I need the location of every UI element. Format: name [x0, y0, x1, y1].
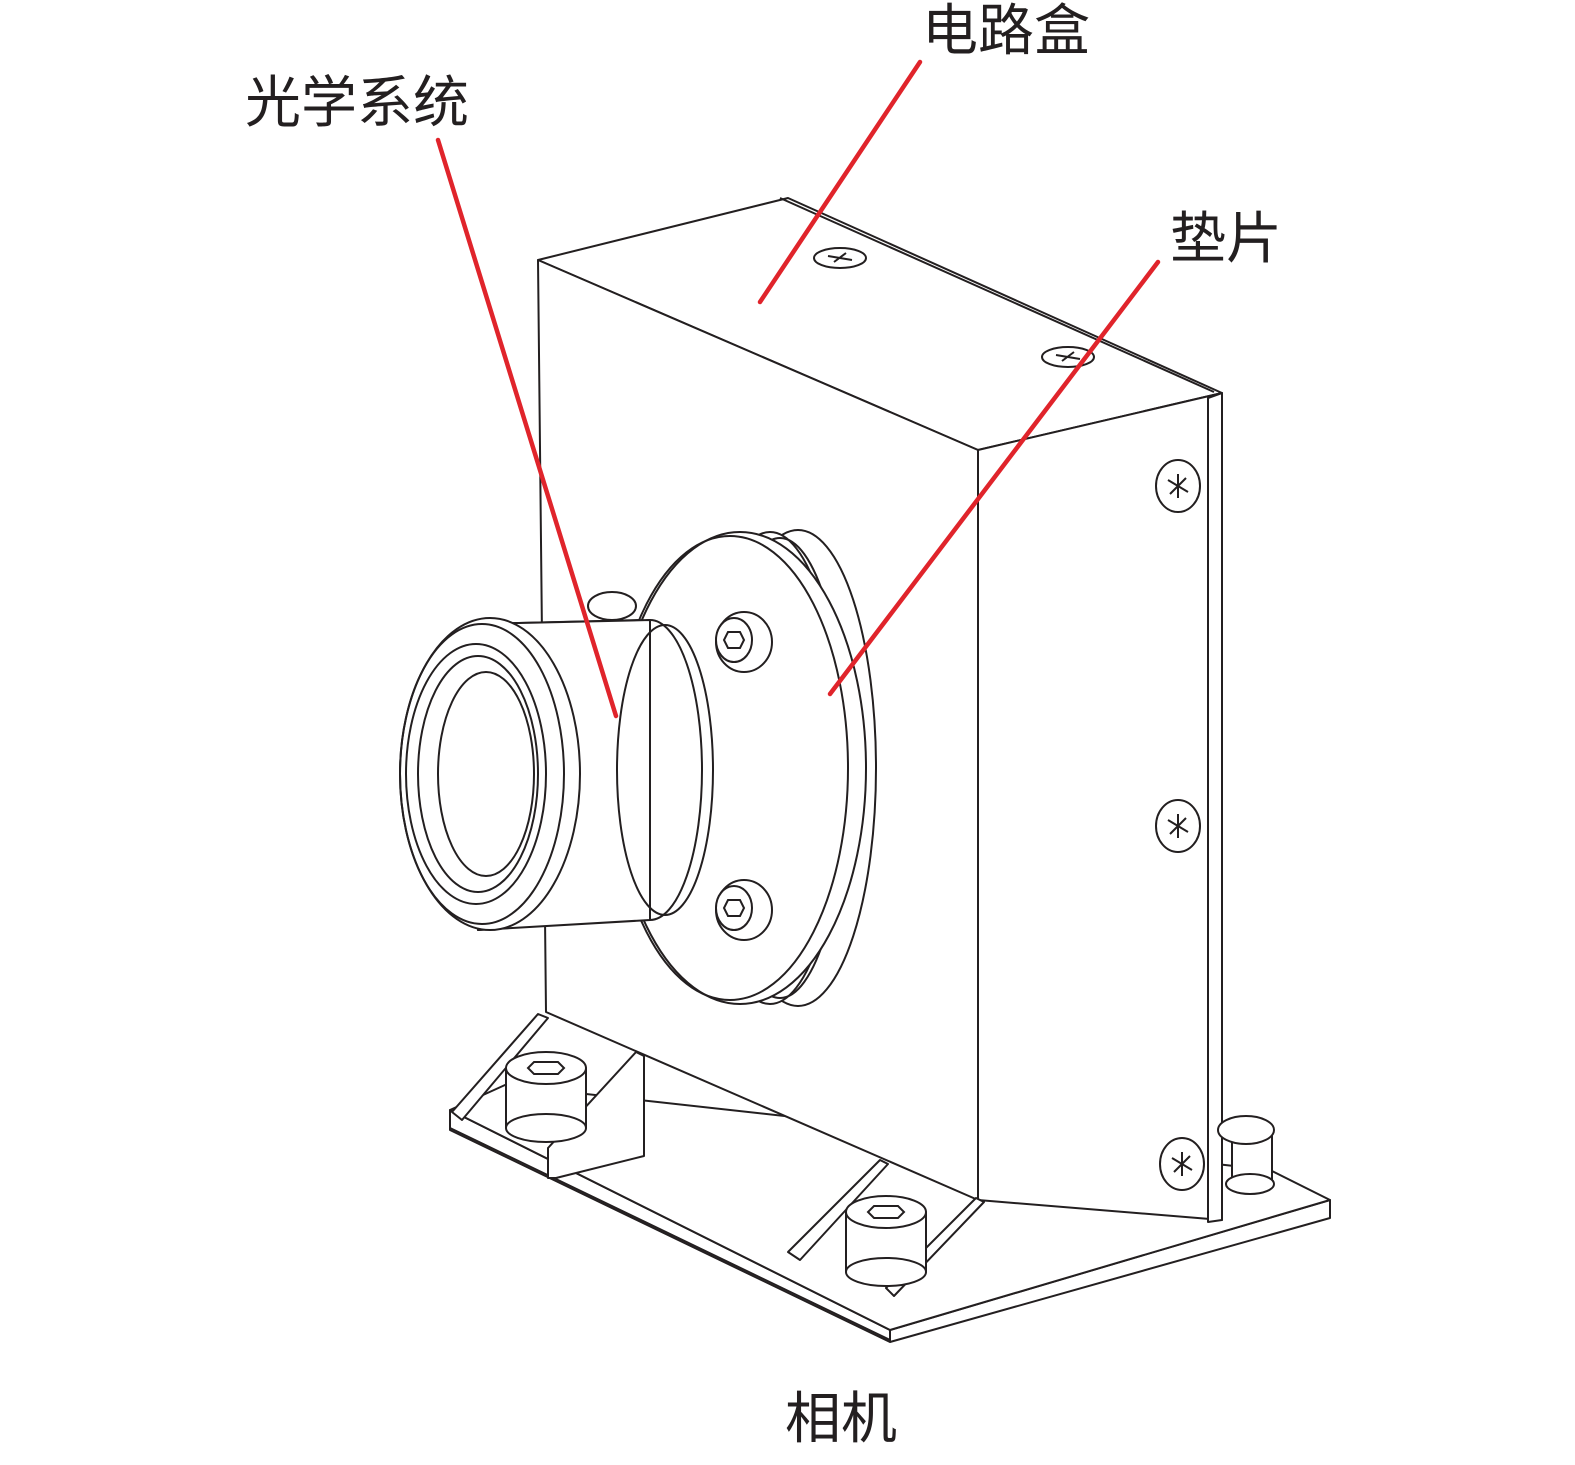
- leader-gasket: [827, 259, 1161, 697]
- bracket-left: [451, 1013, 645, 1179]
- side-screw-3: [1159, 1137, 1205, 1191]
- leader-circuit-box: [757, 59, 923, 305]
- label-camera: 相机: [785, 1387, 897, 1452]
- base-screw-left: [505, 1051, 587, 1143]
- label-gasket: 垫片: [1170, 207, 1282, 272]
- top-screw-1: [813, 247, 867, 269]
- flange-bolt-upper-left: [587, 591, 637, 621]
- label-optical-system: 光学系统: [245, 71, 469, 136]
- base-screw-middle: [845, 1195, 927, 1287]
- leader-optical-system: [435, 137, 619, 719]
- lens-barrel: [399, 617, 714, 931]
- label-circuit-box: 电路盒: [922, 0, 1090, 64]
- flange-bolt-top: [715, 611, 773, 673]
- base-screw-right: [1217, 1115, 1275, 1195]
- side-screw-1: [1155, 459, 1201, 513]
- flange-bolt-bottom: [715, 879, 773, 941]
- side-screw-2: [1155, 799, 1201, 853]
